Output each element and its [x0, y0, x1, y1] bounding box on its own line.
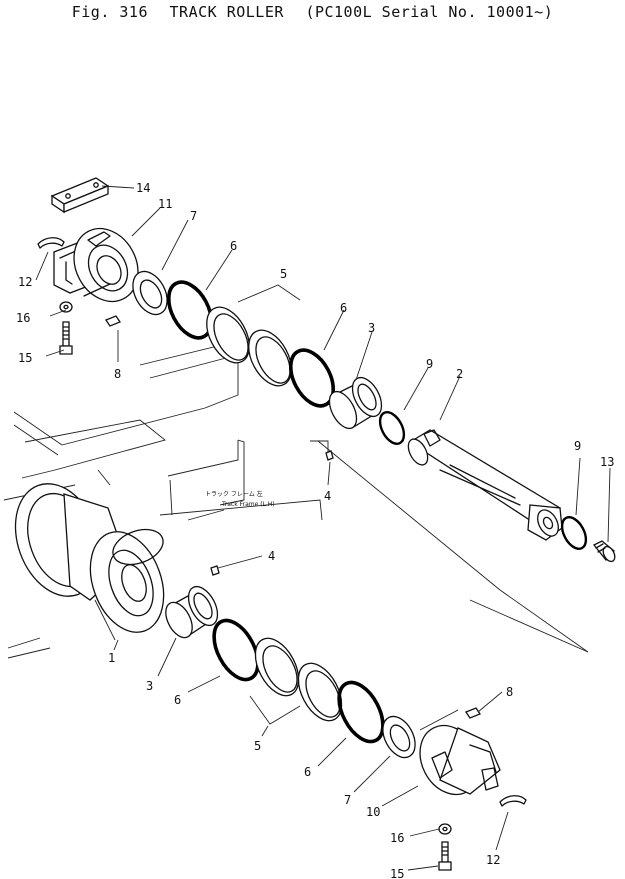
callout-4: 4	[324, 489, 331, 503]
part-16-washer-lower	[438, 823, 452, 835]
callout-9: 9	[426, 357, 433, 371]
part-9-oring-a	[378, 411, 406, 445]
figure-title: Fig. 316 TRACK ROLLER (PC100L Serial No.…	[0, 3, 625, 21]
callout-8: 8	[114, 367, 121, 381]
callout-11: 11	[158, 197, 172, 211]
part-6-oring-a	[166, 280, 214, 340]
part-11-collar-upper	[53, 227, 139, 303]
part-3-bushing-upper	[328, 376, 383, 430]
leader-lines	[35, 185, 611, 871]
callout-13: 13	[600, 455, 614, 469]
callout-14: 14	[136, 181, 150, 195]
part-6-oring-b	[288, 348, 336, 408]
callout-12: 12	[18, 275, 32, 289]
part-5-floating-seal-lower	[249, 637, 343, 725]
callout-10: 10	[366, 805, 380, 819]
callout-16: 16	[390, 831, 404, 845]
part-4-pin-upper	[325, 450, 334, 461]
callout-6: 6	[230, 239, 237, 253]
part-8-pin-lower	[465, 707, 481, 719]
callout-12: 12	[486, 853, 500, 867]
part-13-plug	[592, 540, 616, 563]
part-16-washer-upper	[59, 301, 73, 313]
part-3-bushing-lower	[165, 585, 219, 639]
part-15-bolt-lower	[438, 841, 452, 871]
callout-2: 2	[456, 367, 463, 381]
figure-number: Fig. 316	[71, 3, 148, 21]
callout-4: 4	[268, 549, 275, 563]
track-frame-note: トラック フレーム 左 Track Frame (L.H)	[205, 490, 275, 508]
part-6-oring-c	[212, 618, 260, 682]
callout-6: 6	[174, 693, 181, 707]
callout-7: 7	[190, 209, 197, 223]
callout-3: 3	[368, 321, 375, 335]
callout-6: 6	[340, 301, 347, 315]
part-4-pin-lower	[210, 565, 220, 576]
callout-5: 5	[280, 267, 287, 281]
part-8-pin-upper	[105, 315, 121, 327]
part-9-oring-b	[560, 516, 588, 550]
callout-8: 8	[506, 685, 513, 699]
part-7-seal-ring-upper	[132, 270, 168, 316]
part-2-shaft	[407, 429, 563, 541]
part-12-clip-upper	[37, 237, 65, 249]
callout-6: 6	[304, 765, 311, 779]
callout-15: 15	[390, 867, 404, 879]
callout-7: 7	[344, 793, 351, 807]
part-5-floating-seal-upper	[206, 284, 301, 387]
part-12-clip-lower	[499, 795, 527, 807]
figure-name: TRACK ROLLER	[169, 3, 284, 21]
callout-3: 3	[146, 679, 153, 693]
callout-1: 1	[108, 651, 115, 665]
reference-lines	[159, 440, 589, 731]
part-15-bolt-upper	[59, 321, 73, 355]
part-7-seal-ring-lower	[382, 715, 416, 759]
callout-5: 5	[254, 739, 261, 753]
callout-9: 9	[574, 439, 581, 453]
part-6-oring-d	[337, 680, 385, 744]
part-10-collar-lower	[419, 724, 501, 796]
figure-serial-range: (PC100L Serial No. 10001~)	[305, 3, 554, 21]
callout-labels: 14 11 7 6 12 5 16 6 3 15 8 9 2 9 13 4 4 …	[16, 181, 614, 879]
callout-16: 16	[16, 311, 30, 325]
part-14-plate	[50, 177, 110, 214]
part-1-roller	[14, 483, 165, 641]
note-japanese: トラック フレーム 左	[205, 490, 263, 498]
note-english: Track Frame (L.H)	[221, 501, 275, 508]
callout-15: 15	[18, 351, 32, 365]
